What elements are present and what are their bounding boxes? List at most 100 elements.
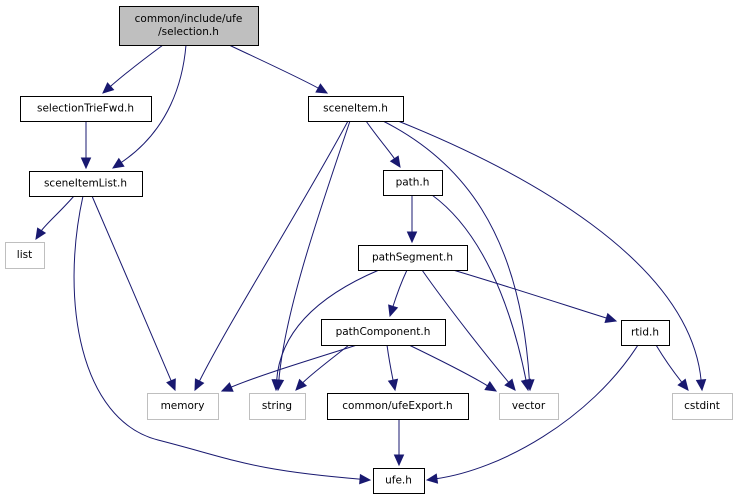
edge-line: [230, 344, 358, 388]
edge-line: [365, 120, 396, 160]
node-label: sceneItemList.h: [44, 178, 127, 190]
arrowhead-icon: [425, 473, 439, 484]
node-selection[interactable]: common/include/ufe/selection.h: [119, 6, 259, 46]
arrowhead-icon: [484, 381, 498, 392]
edge-sceneItemList-to-memory: [91, 195, 176, 392]
edge-line: [452, 269, 608, 319]
edge-line: [198, 120, 349, 383]
arrowhead-icon: [35, 227, 47, 241]
arrowhead-icon: [520, 378, 532, 392]
edge-line: [109, 44, 164, 88]
arrowhead-icon: [315, 83, 329, 94]
node-label: rtid.h: [631, 327, 659, 339]
node-box: [20, 96, 152, 122]
edge-sceneItem-to-string: [273, 120, 351, 392]
node-pathComponent[interactable]: pathComponent.h: [321, 319, 446, 346]
node-path[interactable]: path.h: [383, 170, 443, 196]
edge-line: [397, 120, 702, 382]
node-box: [383, 170, 443, 196]
arrowhead-icon: [271, 379, 282, 392]
node-box: [499, 393, 559, 420]
edge-ufeExport-to-ufe: [393, 418, 405, 467]
edge-pathSegment-to-vector: [421, 269, 516, 391]
edge-line: [73, 195, 362, 480]
edge-line: [392, 269, 408, 308]
edge-line: [91, 195, 172, 382]
arrowhead-icon: [194, 378, 205, 392]
edge-pathComponent-to-string: [295, 344, 350, 391]
edge-sceneItem-to-memory: [194, 120, 349, 392]
node-label: selectionTrieFwd.h: [37, 103, 134, 115]
arrowhead-icon: [504, 378, 516, 391]
arrowhead-icon: [166, 378, 176, 392]
edge-sceneItem-to-path: [365, 120, 401, 169]
arrowhead-icon: [393, 454, 405, 467]
edge-line: [431, 194, 527, 382]
node-label: cstdint: [684, 400, 720, 412]
node-vector: vector: [499, 393, 559, 420]
node-selectionTrieFwd[interactable]: selectionTrieFwd.h: [20, 96, 152, 122]
node-box: [147, 393, 219, 420]
arrowhead-icon: [295, 378, 308, 391]
node-string: string: [249, 393, 306, 420]
node-label: vector: [512, 400, 546, 412]
node-ufe[interactable]: ufe.h: [373, 468, 425, 494]
node-label: sceneItem.h: [323, 103, 388, 115]
node-label: path.h: [396, 177, 430, 189]
node-box: [321, 319, 446, 346]
node-label: list: [17, 249, 32, 261]
edge-pathSegment-to-string: [271, 269, 380, 392]
node-box: [621, 320, 670, 346]
arrowhead-icon: [359, 473, 372, 485]
edge-line: [301, 344, 350, 384]
edge-line: [408, 344, 489, 387]
edge-line: [386, 344, 394, 382]
node-box: [29, 171, 143, 197]
arrowhead-icon: [80, 157, 92, 170]
edge-pathComponent-to-vector: [408, 344, 498, 392]
arrowhead-icon: [389, 155, 401, 169]
edge-line: [382, 120, 530, 382]
edge-line: [120, 44, 187, 164]
edge-sceneItemList-to-ufe: [73, 195, 372, 485]
node-box: [119, 6, 259, 46]
arrowhead-icon: [387, 378, 399, 392]
arrowhead-icon: [220, 382, 234, 392]
arrowhead-icon: [695, 379, 707, 392]
edge-line: [276, 269, 380, 382]
edge-line: [421, 269, 510, 384]
node-sceneItemList[interactable]: sceneItemList.h: [29, 171, 143, 197]
edge-selection-to-selectionTrieFwd: [102, 44, 164, 94]
node-label: string: [262, 400, 292, 412]
edge-selectionTrieFwd-to-sceneItemList: [80, 120, 92, 170]
node-label: common/ufeExport.h: [342, 400, 452, 412]
arrowhead-icon: [102, 82, 115, 94]
edge-sceneItem-to-cstdint: [397, 120, 707, 392]
node-box: [249, 393, 306, 420]
node-list: list: [5, 242, 45, 269]
node-label: pathSegment.h: [372, 252, 453, 264]
arrowhead-icon: [388, 304, 399, 318]
node-cstdint: cstdint: [672, 393, 733, 420]
node-box: [5, 242, 45, 269]
node-label: pathComponent.h: [336, 326, 431, 338]
node-box: [672, 393, 733, 420]
node-rtid[interactable]: rtid.h: [621, 320, 670, 346]
node-ufeExport[interactable]: common/ufeExport.h: [327, 393, 469, 420]
node-box: [327, 393, 469, 420]
edge-pathComponent-to-memory: [220, 344, 358, 392]
edge-rtid-to-cstdint: [655, 344, 689, 391]
node-sceneItem[interactable]: sceneItem.h: [308, 96, 404, 122]
edge-line: [655, 344, 683, 384]
edge-path-to-vector: [431, 194, 532, 392]
edge-rtid-to-ufe: [425, 344, 639, 484]
node-label: memory: [161, 400, 205, 412]
node-box: [358, 245, 468, 271]
edge-pathSegment-to-pathComponent: [388, 269, 408, 318]
arrowhead-icon: [406, 231, 418, 244]
node-box: [308, 96, 404, 122]
edge-pathComponent-to-ufeExport: [386, 344, 399, 392]
edge-line: [40, 195, 75, 232]
node-box: [373, 468, 425, 494]
node-pathSegment[interactable]: pathSegment.h: [358, 245, 468, 271]
